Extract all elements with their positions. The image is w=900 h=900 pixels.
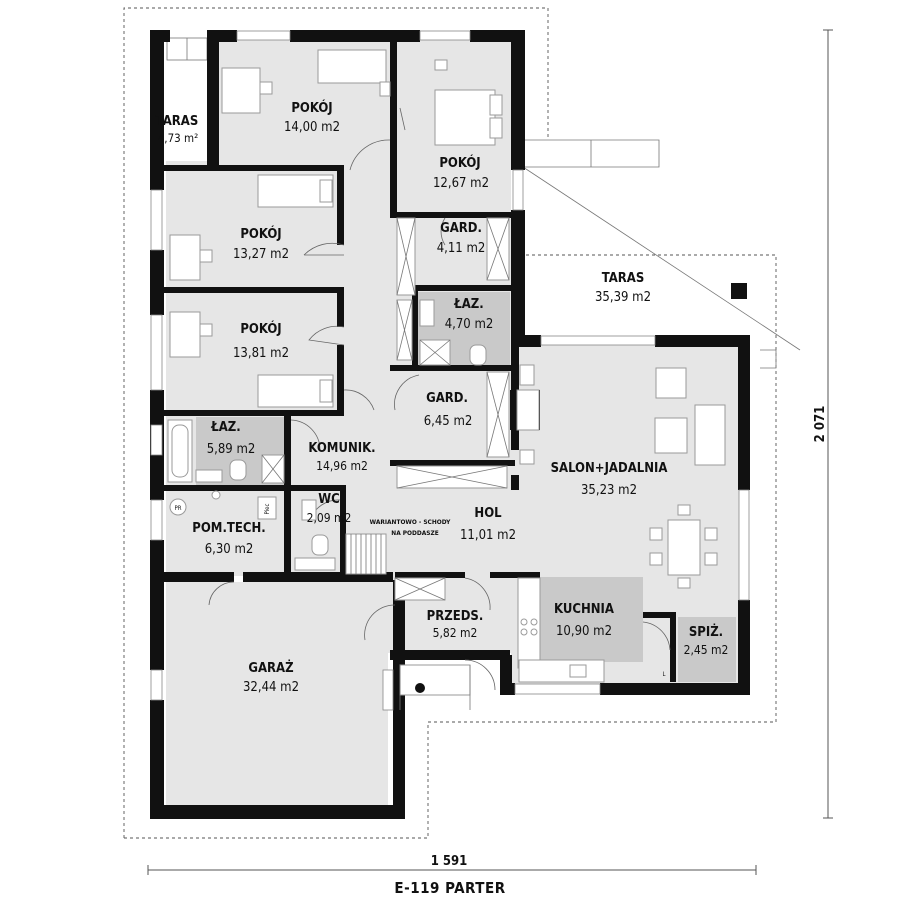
stairs-note-line1: WARIANTOWO - SCHODY	[370, 518, 451, 526]
entrance-lamp	[415, 683, 425, 693]
pr-label: PR	[174, 505, 181, 512]
gard1-area: 4,11 m2	[437, 241, 486, 256]
przeds-name: PRZEDS.	[427, 609, 484, 624]
pokoj1-name: POKÓJ	[291, 100, 332, 116]
wc-area: 2,09 m2	[307, 511, 352, 525]
plan-title: E-119 PARTER	[394, 879, 505, 897]
gard2-name: GARD.	[426, 391, 468, 406]
laz1-area: 4,70 m2	[445, 317, 494, 332]
pokoj3-name: POKÓJ	[240, 226, 281, 242]
laz2-name: ŁAZ.	[210, 420, 241, 435]
gard2-area: 6,45 m2	[424, 414, 473, 429]
laz1-name: ŁAZ.	[453, 297, 484, 312]
komunik-name: KOMUNIK.	[308, 441, 375, 456]
dimension-height: 2 071	[813, 29, 833, 819]
pomtech-name: POM.TECH.	[192, 521, 265, 536]
stairs-note-line2: NA PODDASZE	[391, 529, 438, 537]
przeds-area: 5,82 m2	[433, 626, 478, 640]
roof-outline	[123, 7, 777, 839]
l-label: L	[662, 671, 665, 678]
taras-small-area: 4,73 m²	[158, 131, 199, 145]
pokoj2-area: 12,67 m2	[433, 176, 489, 191]
kuchnia-name: KUCHNIA	[554, 602, 614, 617]
height-dimension: 2 071	[813, 406, 828, 443]
gard1-name: GARD.	[440, 221, 482, 236]
terrace-post	[731, 283, 747, 299]
pokoj4-area: 13,81 m2	[233, 346, 289, 361]
walls	[150, 30, 750, 819]
pokoj1-area: 14,00 m2	[284, 120, 340, 135]
room-labels: TARAS 4,73 m² POKÓJ 14,00 m2 POKÓJ 12,67…	[156, 100, 729, 695]
doors	[208, 139, 671, 691]
komunik-area: 14,96 m2	[316, 459, 368, 473]
terrace-outline	[522, 139, 801, 369]
taras-small-name: TARAS	[156, 114, 199, 129]
pomtech-area: 6,30 m2	[205, 542, 254, 557]
dimension-width: 1 591	[147, 854, 757, 875]
spiz-name: SPIŻ.	[689, 624, 723, 640]
hol-area: 11,01 m2	[460, 528, 516, 543]
salon-name: SALON+JADALNIA	[551, 461, 668, 476]
pokoj2-name: POKÓJ	[439, 155, 480, 171]
pokoj3-area: 13,27 m2	[233, 247, 289, 262]
piec-label: Piec	[264, 504, 271, 515]
windows	[150, 30, 750, 711]
furniture	[167, 49, 726, 710]
width-dimension: 1 591	[431, 854, 468, 869]
kuchnia-area: 10,90 m2	[556, 624, 612, 639]
laz2-area: 5,89 m2	[207, 442, 256, 457]
hol-name: HOL	[474, 506, 502, 521]
taras-big-name: TARAS	[602, 271, 645, 286]
garaz-area: 32,44 m2	[243, 680, 299, 695]
pokoj4-name: POKÓJ	[240, 321, 281, 337]
spiz-area: 2,45 m2	[684, 643, 729, 657]
garaz-name: GARAŻ	[248, 660, 293, 676]
wc-name: WC	[318, 492, 340, 507]
taras-big-area: 35,39 m2	[595, 290, 651, 305]
wardrobes	[394, 217, 510, 601]
stairs	[345, 533, 387, 575]
salon-area: 35,23 m2	[581, 483, 637, 498]
